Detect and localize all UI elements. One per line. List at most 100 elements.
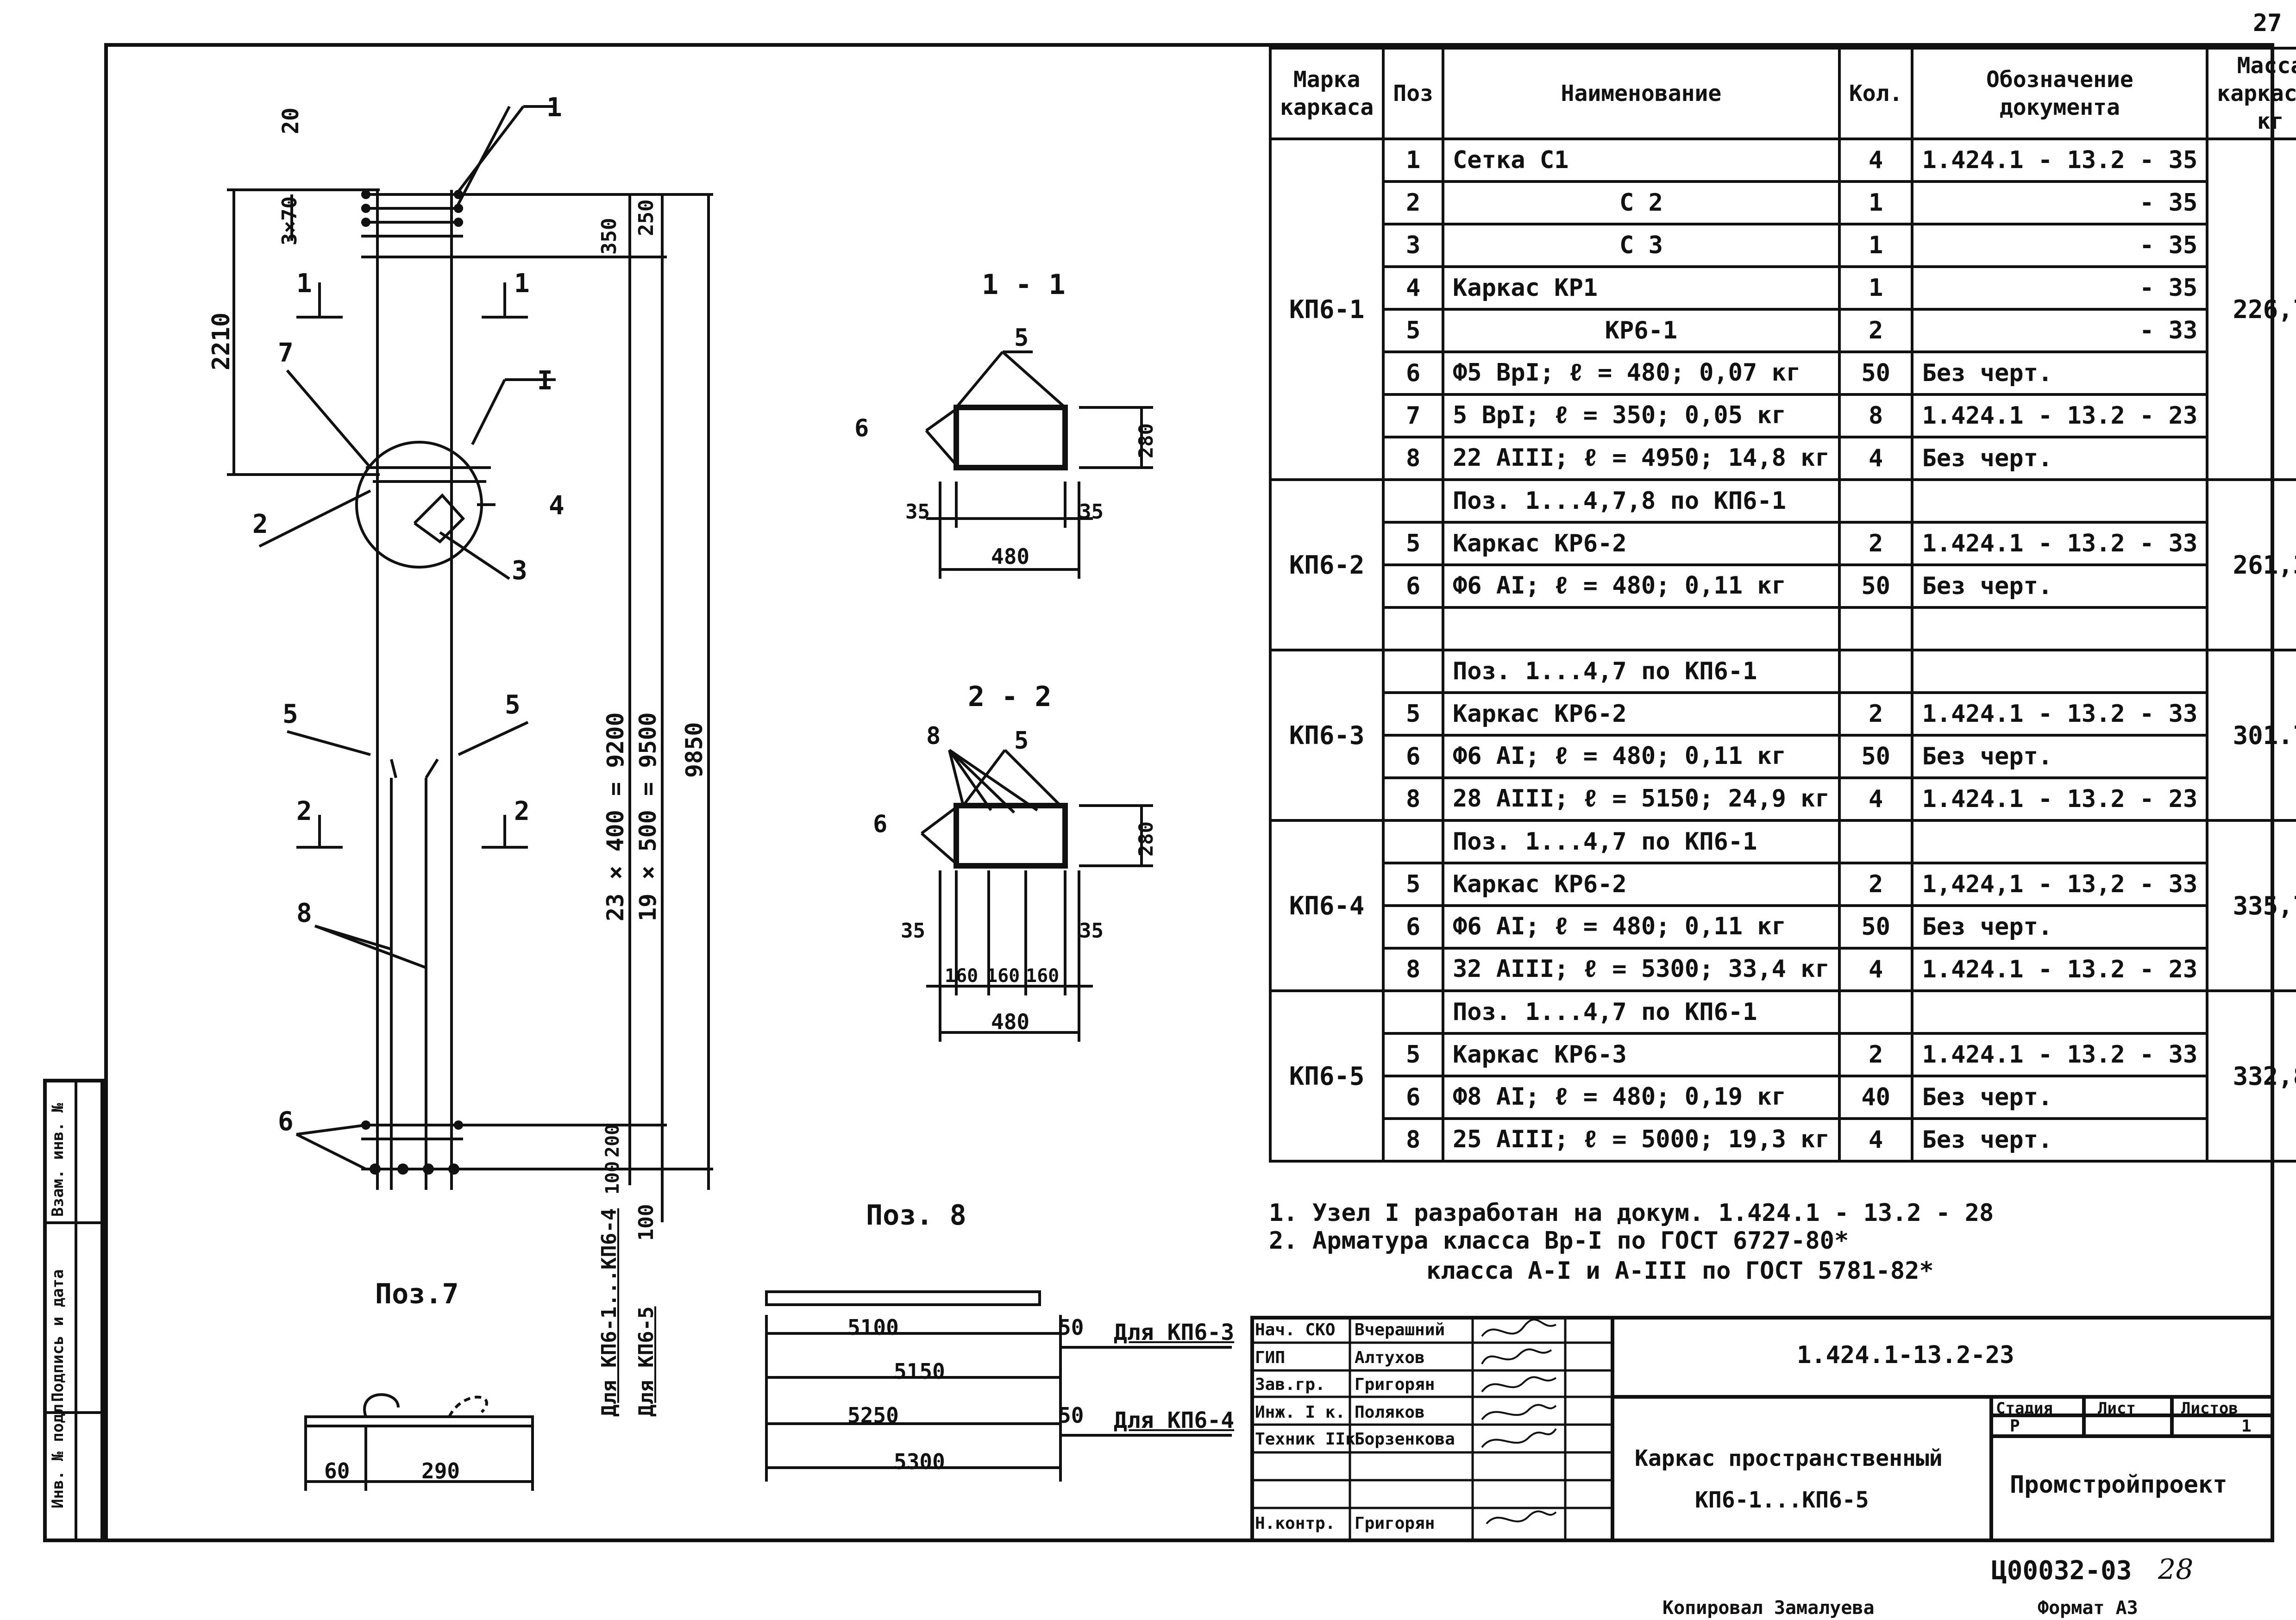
name-cell: Сетка С1 bbox=[1442, 138, 1841, 183]
pos-cell: 5 bbox=[1382, 1032, 1444, 1077]
tb-role-2: Зав.гр. bbox=[1255, 1375, 1325, 1394]
pos-cell: 1 bbox=[1382, 138, 1444, 183]
qty-cell: 50 bbox=[1838, 350, 1914, 396]
doc-cell: Без черт. bbox=[1911, 1075, 2209, 1120]
name-cell: Поз. 1...4,7 по КП6-1 bbox=[1442, 989, 1841, 1035]
pos-cell: 8 bbox=[1382, 776, 1444, 822]
note-3: класса А-I и А-III по ГОСТ 5781-82* bbox=[1426, 1257, 1934, 1285]
callout-2: 2 bbox=[252, 509, 268, 539]
dim-23x400: 23 × 400 = 9200 bbox=[602, 712, 629, 921]
tb-stage-label: Стадия bbox=[1996, 1399, 2053, 1418]
name-cell: Ф8 АI; ℓ = 480; 0,19 кг bbox=[1442, 1075, 1841, 1120]
stamp-handwritten: 28 bbox=[2158, 1553, 2194, 1586]
name-cell: 5 ВрI; ℓ = 350; 0,05 кг bbox=[1442, 393, 1841, 438]
tb-stage: Р bbox=[2010, 1417, 2020, 1436]
pos8-dim-5150: 5150 bbox=[894, 1359, 945, 1384]
section-mark-1-left: 1 bbox=[296, 269, 312, 299]
section-2-2-dim-160c: 160 bbox=[1026, 965, 1060, 987]
pos8-label-kp6-4: Для КП6-4 bbox=[1114, 1407, 1235, 1433]
name-cell: Ф5 ВрI; ℓ = 480; 0,07 кг bbox=[1442, 350, 1841, 396]
tb-name-3: Поляков bbox=[1355, 1403, 1425, 1422]
qty-cell: 2 bbox=[1838, 308, 1914, 353]
pos8-title: Поз. 8 bbox=[866, 1199, 966, 1232]
pos-cell: 7 bbox=[1382, 393, 1444, 438]
format-label: Формат А3 bbox=[2038, 1597, 2138, 1619]
qty-cell: 50 bbox=[1838, 734, 1914, 779]
doc-cell: 1.424.1 - 13.2 - 33 bbox=[1911, 1032, 2209, 1077]
qty-cell bbox=[1838, 819, 1914, 864]
qty-cell: 1 bbox=[1838, 223, 1914, 268]
tb-title-line2: КП6-1...КП6-5 bbox=[1695, 1487, 1869, 1513]
applies-kp6-5: Для КП6-5 bbox=[634, 1306, 658, 1417]
pos8-dim-5100: 5100 bbox=[847, 1315, 899, 1340]
doc-cell: - 35 bbox=[1911, 180, 2209, 225]
name-cell: Поз. 1...4,7 по КП6-1 bbox=[1442, 819, 1841, 864]
specification-table: Марка каркаса Поз Наименование Кол. Обоз… bbox=[1268, 47, 2296, 1163]
note-2: 2. Арматура класса Вр-I по ГОСТ 6727-80* bbox=[1269, 1227, 1849, 1255]
section-2-2-callout-6: 6 bbox=[873, 810, 888, 838]
doc-cell bbox=[1911, 606, 2209, 651]
dim-100b: 100 bbox=[634, 1204, 658, 1241]
tb-name-0: Вчерашний bbox=[1355, 1320, 1445, 1339]
doc-cell: - 35 bbox=[1911, 265, 2209, 311]
pos-cell: 8 bbox=[1382, 436, 1444, 481]
pos-cell: 6 bbox=[1382, 734, 1444, 779]
header-pos: Поз bbox=[1382, 47, 1444, 140]
name-cell: КР6-1 bbox=[1442, 308, 1841, 353]
callout-6: 6 bbox=[278, 1107, 294, 1137]
name-cell: 28 АIII; ℓ = 5150; 24,9 кг bbox=[1442, 776, 1841, 822]
section-1-1-dim-35a: 35 bbox=[905, 500, 930, 524]
tb-org: Промстройпроект bbox=[2010, 1471, 2227, 1499]
doc-cell bbox=[1911, 478, 2209, 524]
name-cell: С 2 bbox=[1442, 180, 1841, 225]
pos-cell bbox=[1382, 989, 1444, 1035]
doc-cell: Без черт. bbox=[1911, 563, 2209, 609]
tb-sheets-label: Листов bbox=[2181, 1399, 2238, 1418]
doc-cell: 1.424.1 - 13.2 - 23 bbox=[1911, 947, 2209, 992]
callout-node-i: I bbox=[537, 366, 553, 396]
pos-cell: 5 bbox=[1382, 691, 1444, 737]
qty-cell bbox=[1838, 989, 1914, 1035]
dim-2210: 2210 bbox=[207, 312, 235, 370]
cage-mass: 335,7 bbox=[2206, 819, 2296, 992]
cage-mass: 226,7 bbox=[2206, 138, 2296, 481]
qty-cell bbox=[1838, 649, 1914, 694]
doc-cell: 1.424.1 - 13.2 - 33 bbox=[1911, 521, 2209, 566]
name-cell: Каркас КР6-3 bbox=[1442, 1032, 1841, 1077]
pos-cell: 5 bbox=[1382, 862, 1444, 907]
pos-cell bbox=[1382, 478, 1444, 524]
dim-9850: 9850 bbox=[681, 722, 708, 778]
pos-cell bbox=[1382, 649, 1444, 694]
doc-cell bbox=[1911, 649, 2209, 694]
tb-name-2: Григорян bbox=[1355, 1375, 1435, 1394]
doc-cell: 1,424,1 - 13,2 - 33 bbox=[1911, 862, 2209, 907]
name-cell: Каркас КР1 bbox=[1442, 265, 1841, 311]
spec-row bbox=[1270, 606, 2296, 651]
pos-cell bbox=[1382, 819, 1444, 864]
dim-19x500: 19 × 500 = 9500 bbox=[634, 712, 661, 921]
name-cell: Каркас КР6-2 bbox=[1442, 521, 1841, 566]
side-stamp: Инв. № подл. Подпись и дата Взам. инв. № bbox=[43, 1079, 104, 1542]
pos7-dim-60: 60 bbox=[324, 1458, 350, 1483]
section-mark-2-right: 2 bbox=[514, 796, 530, 826]
doc-cell: - 35 bbox=[1911, 223, 2209, 268]
dim-350: 350 bbox=[597, 218, 621, 255]
pos-cell: 8 bbox=[1382, 1117, 1444, 1163]
section-2-2-callout-8: 8 bbox=[926, 722, 941, 750]
name-cell: Поз. 1...4,7 по КП6-1 bbox=[1442, 649, 1841, 694]
section-1-1-callout-6: 6 bbox=[854, 414, 869, 442]
cage-mark: КП6-1 bbox=[1268, 138, 1385, 481]
cage-mass: 261,3 bbox=[2206, 478, 2296, 651]
tb-name-1: Алтухов bbox=[1355, 1348, 1425, 1367]
section-2-2-dim-480: 480 bbox=[991, 1009, 1030, 1034]
